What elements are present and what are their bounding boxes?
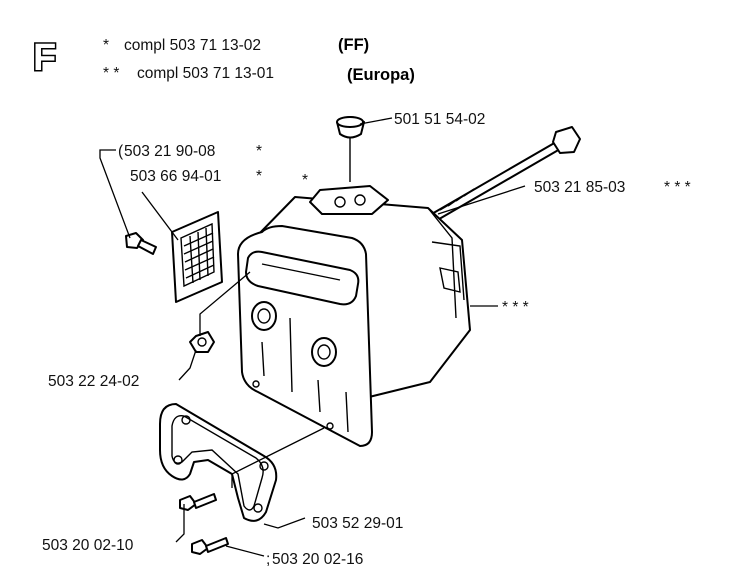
label-screen-1-number: 503 21 90-08 [124, 143, 215, 160]
label-nut-number: 503 22 24-02 [48, 373, 139, 390]
label-gasket-number: 503 52 29-01 [312, 515, 403, 532]
section-letter: F [33, 37, 56, 79]
label-screen-1-marker: * [256, 143, 262, 160]
cap-part [336, 116, 365, 182]
part-labels: 501 51 54-02 503 21 85-03 * * * ( 503 21… [42, 111, 691, 568]
label-long-bolt-number: 503 21 85-03 [534, 179, 625, 196]
label-cap-number: 501 51 54-02 [394, 111, 485, 128]
label-screen-1-prefix: ( [118, 143, 124, 160]
screen-part [171, 211, 223, 303]
label-screw-2-prefix: ; [266, 551, 270, 568]
muffler-body-part [237, 185, 471, 447]
long-bolt-part [429, 126, 581, 223]
legend-single-star-marker: * [103, 37, 109, 54]
screw-1-part [179, 493, 217, 511]
legend-double-star-note: (Europa) [347, 66, 415, 84]
screw-2-part [191, 537, 229, 555]
leader-lines [99, 117, 526, 557]
label-screw-2-number: 503 20 02-16 [272, 551, 363, 568]
legend: * compl 503 71 13-02 (FF) * * compl 503 … [103, 36, 415, 84]
legend-single-star-note: (FF) [338, 36, 369, 54]
label-screen-2-number: 503 66 94-01 [130, 168, 221, 185]
label-long-bolt-marker: * * * [664, 179, 691, 196]
label-screen-2-marker: * [256, 168, 262, 185]
label-muffler-body-marker: * * * [502, 299, 529, 316]
nut-part [189, 331, 215, 353]
label-screw-1-number: 503 20 02-10 [42, 537, 134, 554]
legend-double-star-text: compl 503 71 13-01 [137, 65, 274, 82]
screen-bolt-part [125, 232, 157, 255]
gasket-part [159, 403, 278, 522]
legend-single-star-text: compl 503 71 13-02 [124, 37, 261, 54]
legend-double-star-marker: * * [103, 65, 119, 82]
label-screen-2-extra-marker: * [302, 172, 308, 189]
